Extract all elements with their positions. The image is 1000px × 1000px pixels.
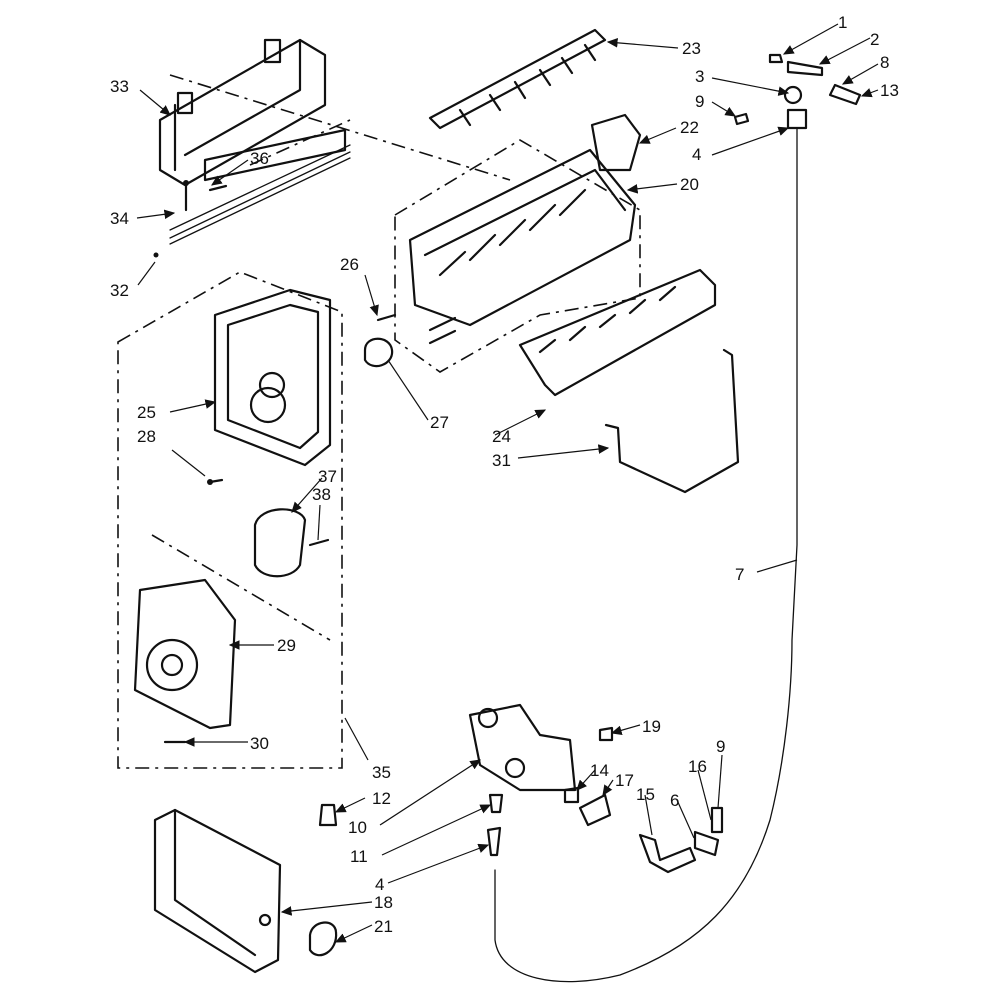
control-housing — [213, 288, 397, 467]
motor-and-plate — [133, 478, 330, 744]
callout-15: 15 — [636, 785, 655, 804]
callout-20: 20 — [680, 175, 699, 194]
callout-labels: 1 2 3 4 8 13 9 23 22 20 33 36 34 32 26 2… — [110, 13, 899, 936]
callout-35: 35 — [372, 763, 391, 782]
callout-37: 37 — [318, 467, 337, 486]
bracket-assembly — [153, 38, 351, 258]
callout-4-top: 4 — [692, 145, 701, 164]
assembly-group-outlines — [117, 74, 641, 769]
callout-14: 14 — [590, 761, 609, 780]
callout-12: 12 — [372, 789, 391, 808]
callout-11: 11 — [350, 847, 368, 866]
callout-leaders — [136, 23, 879, 943]
callout-18: 18 — [374, 893, 393, 912]
callout-9-bottom: 9 — [716, 737, 725, 756]
callout-2: 2 — [870, 30, 879, 49]
callout-6: 6 — [670, 791, 679, 810]
shutoff-arm — [604, 348, 740, 494]
callout-19: 19 — [642, 717, 661, 736]
callout-8: 8 — [880, 53, 889, 72]
callout-13: 13 — [880, 81, 899, 100]
ice-mold-assembly — [408, 28, 717, 397]
callout-25: 25 — [137, 403, 156, 422]
callout-21: 21 — [374, 917, 393, 936]
callout-34: 34 — [110, 209, 129, 228]
callout-31: 31 — [492, 451, 511, 470]
callout-29: 29 — [277, 636, 296, 655]
callout-3: 3 — [695, 67, 704, 86]
callout-4-bottom: 4 — [375, 875, 384, 894]
callout-26: 26 — [340, 255, 359, 274]
callout-27: 27 — [430, 413, 449, 432]
callout-9-top: 9 — [695, 92, 704, 111]
callout-7: 7 — [735, 565, 744, 584]
callout-30: 30 — [250, 734, 269, 753]
callout-28: 28 — [137, 427, 156, 446]
callout-23: 23 — [682, 39, 701, 58]
callout-32: 32 — [110, 281, 129, 300]
callout-36: 36 — [250, 149, 269, 168]
callout-33: 33 — [110, 77, 129, 96]
callout-38: 38 — [312, 485, 331, 504]
callout-16: 16 — [688, 757, 707, 776]
inlet-fittings — [494, 53, 862, 983]
cover-and-knob — [153, 808, 338, 974]
callout-24: 24 — [492, 427, 511, 446]
callout-10: 10 — [348, 818, 367, 837]
callout-22: 22 — [680, 118, 699, 137]
callout-1: 1 — [838, 13, 847, 32]
callout-17: 17 — [615, 771, 634, 790]
water-valve-assembly — [318, 703, 724, 874]
